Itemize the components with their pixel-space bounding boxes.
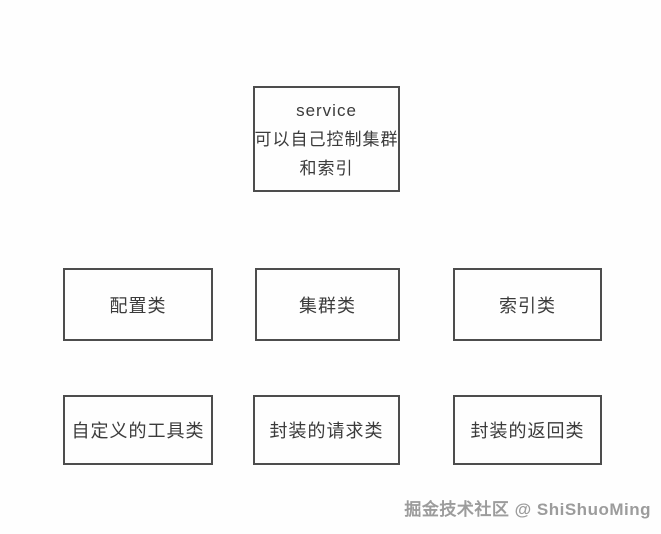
index-class-label: 索引类	[499, 295, 556, 316]
service-box-line-1: service	[296, 100, 357, 120]
custom-util-class-label: 自定义的工具类	[71, 421, 205, 441]
cluster-class-label: 集群类	[299, 295, 356, 316]
response-class-label: 封装的返回类	[470, 421, 585, 441]
config-class-label: 配置类	[109, 295, 167, 316]
custom-util-class-box: 自定义的工具类	[63, 395, 213, 465]
watermark: 掘金技术社区 @ ShiShuoMing	[404, 500, 651, 519]
index-class-box: 索引类	[453, 268, 602, 341]
config-class-box: 配置类	[63, 268, 213, 341]
cluster-class-box: 集群类	[255, 268, 400, 341]
service-box-line-3: 和索引	[299, 158, 354, 178]
request-class-box: 封装的请求类	[253, 395, 400, 465]
request-class-label: 封装的请求类	[269, 421, 384, 441]
service-box-line-2: 可以自己控制集群	[254, 129, 399, 149]
response-class-box: 封装的返回类	[453, 395, 602, 465]
service-box: service 可以自己控制集群 和索引	[253, 86, 400, 192]
